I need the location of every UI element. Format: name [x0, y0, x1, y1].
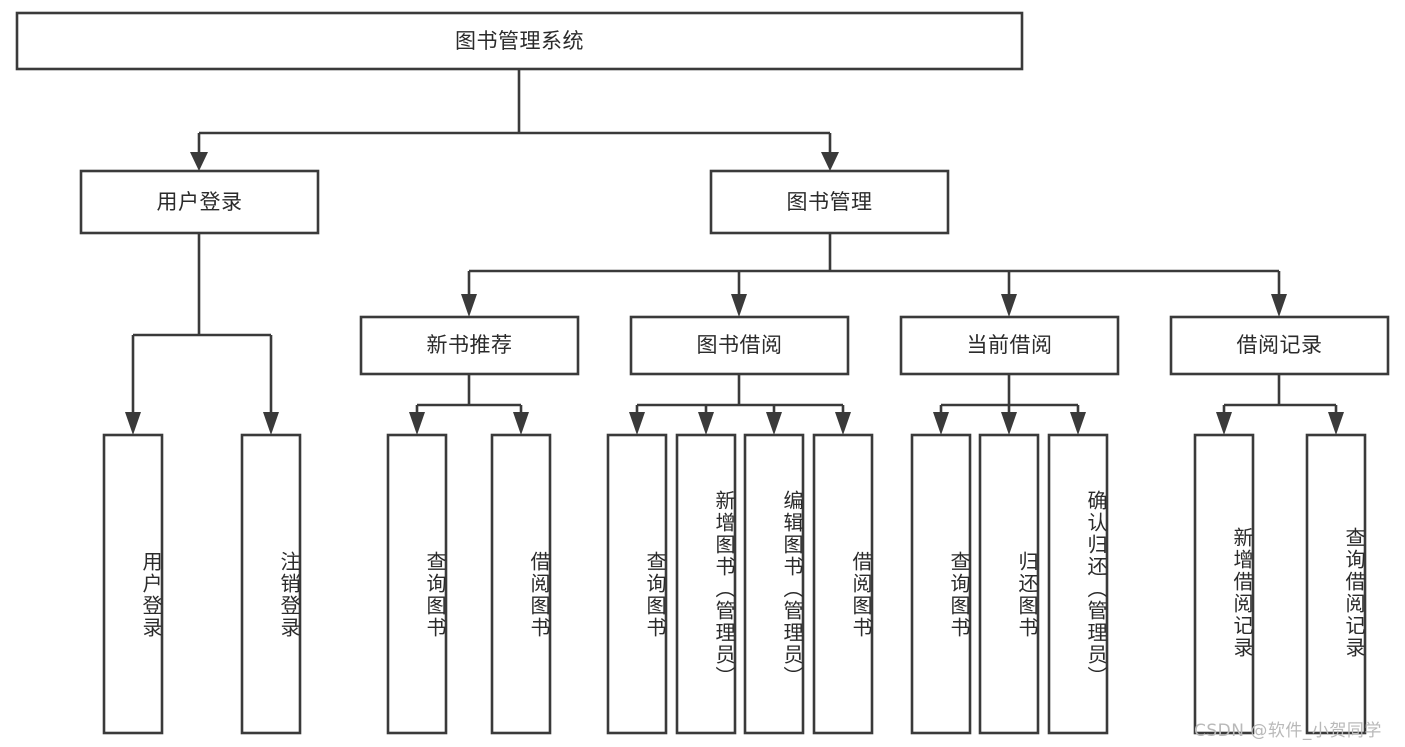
node-box-leaf-borrow-book-2[interactable]	[812, 433, 874, 735]
node-box-user-login[interactable]	[79, 169, 320, 235]
node-box-leaf-edit-book-admin[interactable]	[743, 433, 805, 735]
arrow-leaf-logout-login	[263, 412, 279, 435]
arrow-leaf-add-borrow-record	[1216, 412, 1232, 435]
arrow-book-borrow	[731, 294, 747, 317]
node-box-current-borrow[interactable]	[899, 315, 1120, 376]
node-box-borrow-record[interactable]	[1169, 315, 1390, 376]
edge-group	[125, 69, 1344, 435]
arrow-new-book-recommend	[461, 294, 477, 317]
node-box-leaf-query-book-1[interactable]	[386, 433, 448, 735]
arrow-leaf-query-book-2	[629, 412, 645, 435]
arrow-to-user-login	[190, 152, 208, 171]
node-box-leaf-return-book[interactable]	[978, 433, 1040, 735]
arrow-leaf-return-book	[1001, 412, 1017, 435]
arrow-borrow-record	[1271, 294, 1287, 317]
node-box-book-management[interactable]	[709, 169, 950, 235]
node-box-leaf-query-book-3[interactable]	[910, 433, 972, 735]
node-box-group	[15, 11, 1390, 735]
arrow-leaf-edit-book-admin	[766, 412, 782, 435]
arrow-leaf-query-book-3	[933, 412, 949, 435]
arrow-leaf-borrow-book-1	[513, 412, 529, 435]
node-box-leaf-user-login[interactable]	[102, 433, 164, 735]
arrow-leaf-query-book-1	[409, 412, 425, 435]
node-box-leaf-add-borrow-record[interactable]	[1193, 433, 1255, 735]
arrow-current-borrow	[1001, 294, 1017, 317]
arrow-leaf-borrow-book-2	[835, 412, 851, 435]
arrow-leaf-confirm-return-admin	[1070, 412, 1086, 435]
node-box-leaf-logout-login[interactable]	[240, 433, 302, 735]
node-box-book-borrow[interactable]	[629, 315, 850, 376]
arrow-to-book-management	[821, 152, 839, 171]
node-box-new-book-recommend[interactable]	[359, 315, 580, 376]
node-box-title[interactable]	[15, 11, 1024, 71]
node-box-leaf-query-borrow-record[interactable]	[1305, 433, 1367, 735]
node-box-leaf-confirm-return-admin[interactable]	[1047, 433, 1109, 735]
arrow-leaf-query-borrow-record	[1328, 412, 1344, 435]
arrow-leaf-add-book-admin	[698, 412, 714, 435]
node-box-leaf-borrow-book-1[interactable]	[490, 433, 552, 735]
arrow-leaf-user-login	[125, 412, 141, 435]
node-box-leaf-add-book-admin[interactable]	[675, 433, 737, 735]
node-box-leaf-query-book-2[interactable]	[606, 433, 668, 735]
